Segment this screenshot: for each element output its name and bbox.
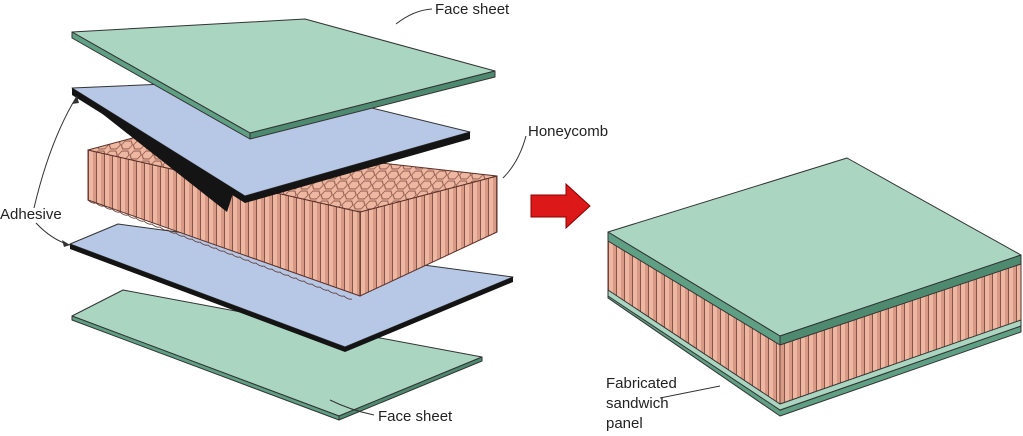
panel-label-line2: sandwich [606,395,669,412]
leader-lines [33,8,721,416]
panel-label-line3: panel [606,415,643,432]
face-sheet-bottom-label: Face sheet [378,408,453,425]
right-arrow-icon [530,182,591,230]
face-sheet-top-label: Face sheet [435,1,510,18]
bottom-adhesive-layer [69,223,514,352]
adhesive-label: Adhesive [0,206,62,223]
top-face-sheet [71,18,496,140]
bottom-face-sheet [71,289,483,421]
honeycomb-label: Honeycomb [528,123,608,140]
panel-label-line1: Fabricated [606,375,677,392]
fabricated-panel [607,157,1022,417]
